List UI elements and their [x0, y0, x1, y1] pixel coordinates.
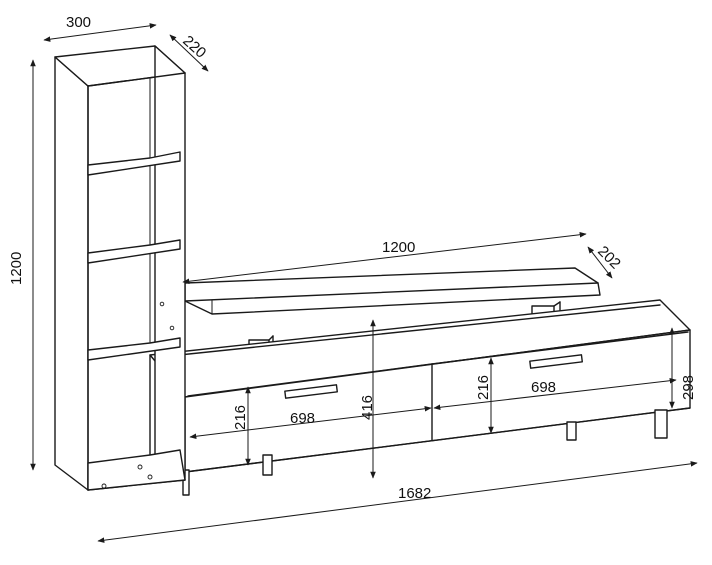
dimension-drawer-right-width: 698: [531, 379, 556, 396]
low-cabinet: [149, 299, 691, 496]
bookcase-tower: [54, 45, 186, 491]
dimension-tower-width: 300: [66, 14, 91, 31]
dimension-shelf-depth: 202: [594, 243, 624, 273]
dimension-drawer-right-height: 216: [475, 375, 492, 400]
dimension-lines: [30, 23, 698, 543]
dimension-shelf-width: 1200: [382, 239, 415, 256]
dimension-drawer-left-height: 216: [232, 405, 249, 430]
dimension-tower-height: 1200: [8, 252, 25, 285]
dimension-tower-depth: 220: [179, 32, 209, 61]
dimension-total-width: 1682: [398, 485, 431, 502]
dimension-cabinet-inner-height: 416: [359, 395, 376, 420]
dimension-cabinet-height: 298: [680, 375, 697, 400]
dimension-drawer-left-width: 698: [290, 410, 315, 427]
